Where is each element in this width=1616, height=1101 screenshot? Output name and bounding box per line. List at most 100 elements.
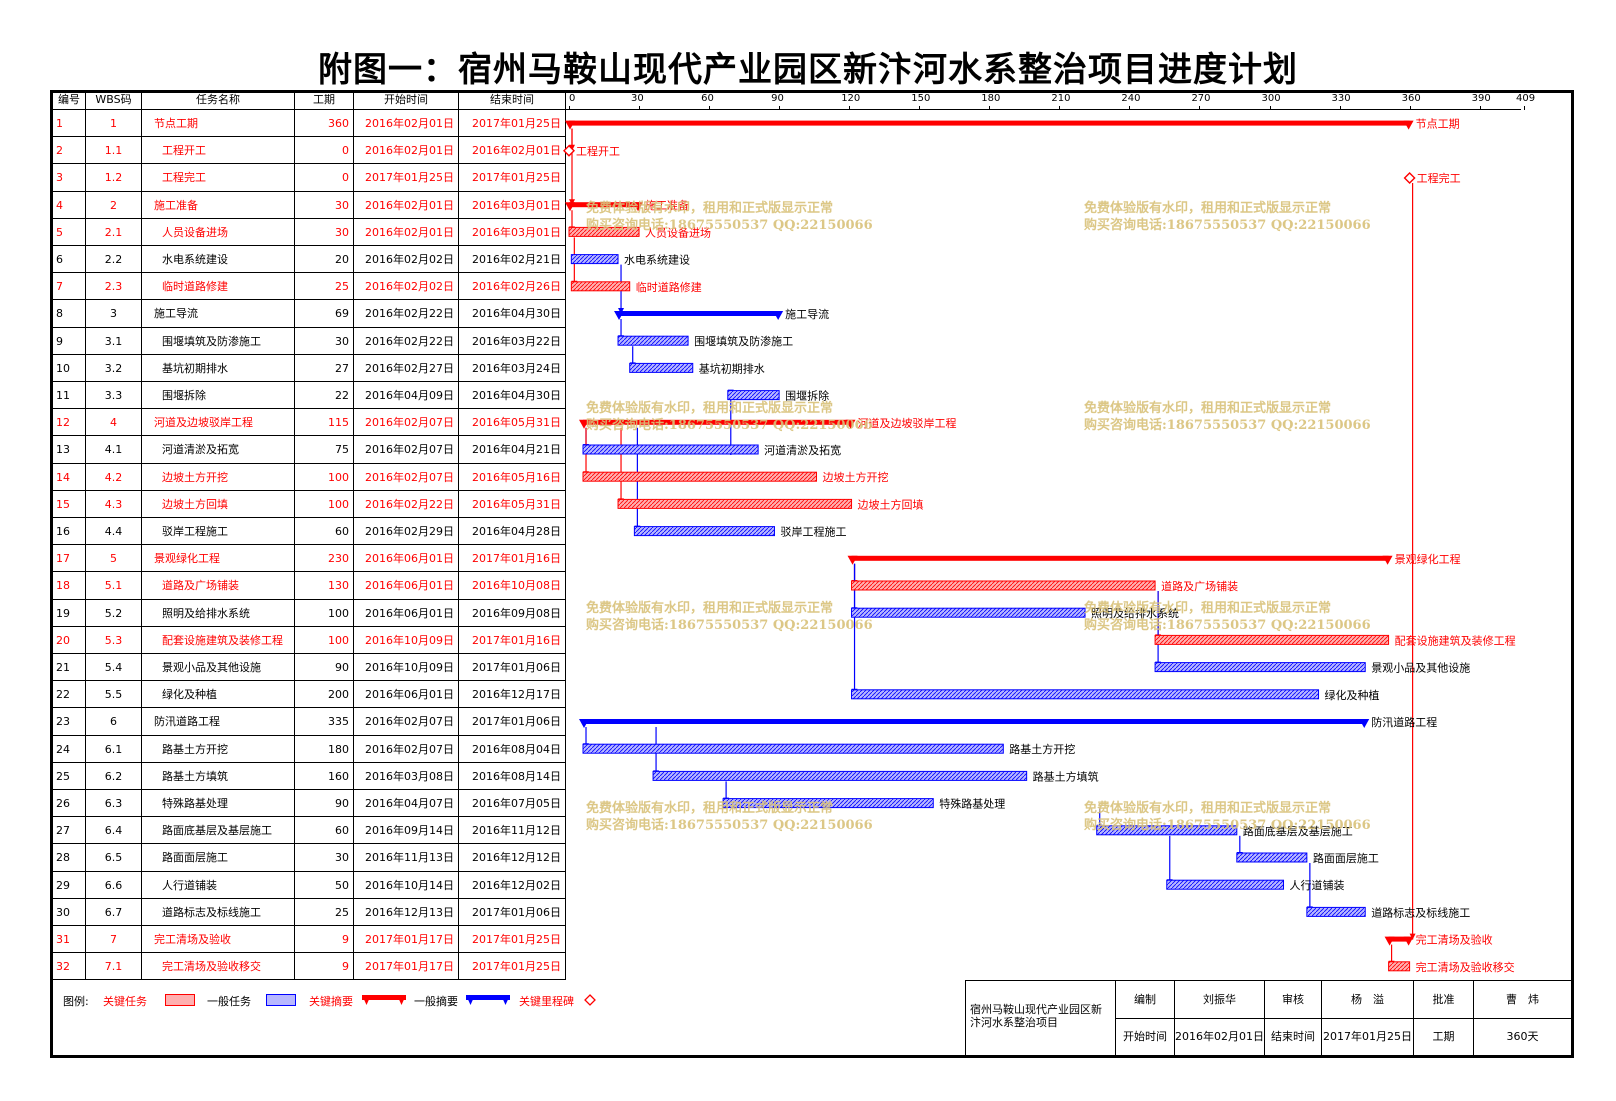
legend-critical-task: 关键任务: [103, 995, 147, 1008]
col-header-end: 结束时间: [459, 90, 566, 110]
task-bar: [652, 770, 1028, 781]
cell-task-name: 路基土方开挖: [142, 735, 295, 763]
cell-duration: 50: [295, 871, 354, 899]
watermark: 免费体验版有水印，租用和正式版显示正常购买咨询电话:18675550537 QQ…: [586, 801, 873, 833]
cell-start: 2016年02月01日: [354, 137, 459, 165]
cell-end: 2016年08月04日: [459, 735, 566, 763]
task-bar: [1388, 961, 1411, 972]
cell-task-name: 道路标志及标线施工: [142, 898, 295, 926]
task-bar-label: 水电系统建设: [624, 253, 690, 267]
cell-wbs: 2: [86, 191, 142, 219]
cell-id: 4: [53, 191, 86, 219]
cell-duration: 20: [295, 246, 354, 274]
cell-end: 2016年03月01日: [459, 191, 566, 219]
legend-normal-summary-swatch: [466, 995, 510, 1005]
task-bar-label: 路面底基层及基层施工: [1243, 824, 1353, 838]
cell-duration: 69: [295, 300, 354, 328]
summary-cap-end: [1403, 936, 1414, 946]
cell-end: 2017年01月16日: [459, 626, 566, 654]
cell-duration: 100: [295, 626, 354, 654]
cell-start: 2016年02月07日: [354, 409, 459, 437]
timeline-tick-label: 240: [1121, 93, 1141, 104]
legend-normal-task-swatch: [266, 994, 296, 1006]
timeline-tick-mark: [1059, 106, 1061, 110]
cell-start: 2016年02月01日: [354, 110, 459, 138]
cell-duration: 130: [295, 572, 354, 600]
timeline-tick-mark: [639, 106, 641, 110]
cell-duration: 30: [295, 191, 354, 219]
cell-duration: 30: [295, 327, 354, 355]
timeline-tick-label: 0: [569, 93, 576, 104]
cell-start: 2016年11月13日: [354, 844, 459, 872]
cell-start: 2016年02月07日: [354, 436, 459, 464]
cell-id: 9: [53, 327, 86, 355]
cell-start: 2016年02月07日: [354, 708, 459, 736]
signoff-compile-label: 编制: [1115, 981, 1175, 1019]
cell-duration: 30: [295, 218, 354, 246]
cell-end: 2017年01月25日: [459, 953, 566, 981]
task-bar: [570, 281, 631, 292]
task-bar: [851, 689, 1320, 700]
summary-cap-start: [565, 202, 575, 212]
cell-duration: 22: [295, 382, 354, 410]
legend-critical-task-swatch: [165, 994, 195, 1006]
task-bar: [1166, 879, 1285, 890]
timeline-tick-label: 270: [1191, 93, 1211, 104]
cell-duration: 100: [295, 599, 354, 627]
cell-duration: 0: [295, 164, 354, 192]
cell-task-name: 绿化及种植: [142, 681, 295, 709]
cell-start: 2016年06月01日: [354, 545, 459, 573]
cell-end: 2016年04月30日: [459, 382, 566, 410]
cell-end: 2017年01月06日: [459, 898, 566, 926]
cell-wbs: 6.1: [86, 735, 142, 763]
cell-wbs: 4.3: [86, 490, 142, 518]
task-bar: [582, 444, 759, 455]
cell-id: 21: [53, 654, 86, 682]
cell-id: 19: [53, 599, 86, 627]
cell-end: 2017年01月25日: [459, 110, 566, 138]
cell-wbs: 4: [86, 409, 142, 437]
cell-start: 2017年01月17日: [354, 926, 459, 954]
timeline-tick-label: 330: [1331, 93, 1351, 104]
task-bar-label: 景观小品及其他设施: [1371, 662, 1470, 675]
col-header-id: 编号: [53, 90, 86, 110]
cell-task-name: 路面面层施工: [142, 844, 295, 872]
timeline-tick-mark: [1129, 106, 1131, 110]
cell-duration: 90: [295, 790, 354, 818]
cell-duration: 200: [295, 681, 354, 709]
task-bar-label: 绿化及种植: [1325, 688, 1380, 702]
cell-start: 2016年04月09日: [354, 382, 459, 410]
cell-id: 31: [53, 926, 86, 954]
cell-id: 8: [53, 300, 86, 328]
cell-id: 17: [53, 545, 86, 573]
cell-start: 2016年02月07日: [354, 735, 459, 763]
cell-start: 2016年02月29日: [354, 518, 459, 546]
cell-wbs: 3.1: [86, 327, 142, 355]
timeline-tick-mark: [919, 106, 921, 110]
cell-end: 2017年01月16日: [459, 545, 566, 573]
cell-id: 6: [53, 246, 86, 274]
timeline-tick-mark: [1524, 106, 1525, 110]
milestone-diamond: [1403, 172, 1416, 184]
timeline-tick-mark: [1339, 106, 1341, 110]
task-bar: [633, 526, 775, 537]
cell-duration: 100: [295, 490, 354, 518]
cell-duration: 230: [295, 545, 354, 573]
task-bar-label: 边坡土方回填: [858, 497, 924, 511]
cell-task-name: 节点工期: [142, 110, 295, 138]
task-bar-label: 驳岸工程施工: [780, 526, 846, 539]
task-bar-label: 景观绿化工程: [1395, 552, 1461, 566]
task-bar-label: 工程完工: [1417, 171, 1461, 185]
cell-duration: 27: [295, 354, 354, 382]
task-bar-label: 基坑初期排水: [699, 361, 765, 375]
timeline-tick-label: 150: [911, 93, 931, 104]
cell-start: 2016年02月27日: [354, 354, 459, 382]
task-bar-label: 临时道路修建: [636, 280, 702, 294]
cell-wbs: 7: [86, 926, 142, 954]
cell-wbs: 6.5: [86, 844, 142, 872]
cell-id: 1: [53, 110, 86, 138]
task-bar: [1096, 825, 1238, 836]
cell-duration: 180: [295, 735, 354, 763]
task-bar-label: 特殊路基处理: [939, 797, 1005, 811]
task-bar-label: 防汛道路工程: [1371, 715, 1437, 729]
